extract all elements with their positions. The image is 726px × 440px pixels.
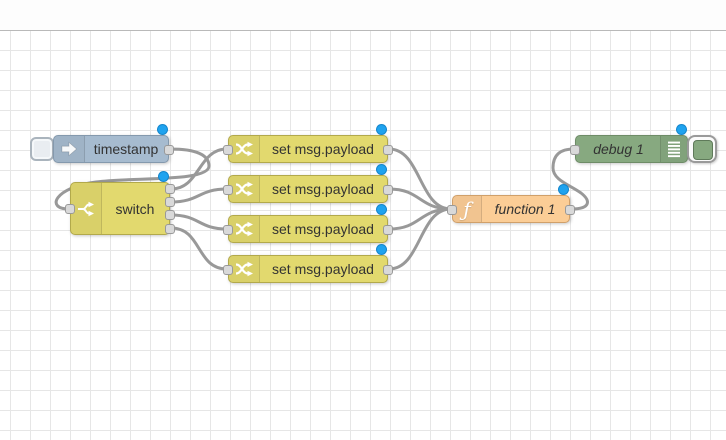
changed-indicator-debug [676, 124, 687, 135]
output-port[interactable] [565, 205, 575, 215]
change-icon-strip [229, 176, 260, 202]
function-icon-strip: ƒ [453, 196, 482, 222]
wire-switch4-to-change4[interactable] [169, 226, 229, 271]
node-label: set msg.payload [272, 181, 374, 197]
debug-icon-strip [660, 136, 687, 162]
changed-indicator-switch [158, 171, 169, 182]
node-label: set msg.payload [272, 221, 374, 237]
switch-fork-icon [78, 201, 94, 216]
node-label: set msg.payload [272, 261, 374, 277]
inject-trigger-button[interactable] [30, 137, 54, 161]
input-port[interactable] [223, 145, 233, 155]
wire-switch3-to-change3[interactable] [169, 213, 229, 231]
node-label: switch [115, 200, 155, 217]
node-change-3[interactable]: set msg.payload [223, 215, 393, 243]
node-change-1[interactable]: set msg.payload [223, 135, 393, 163]
input-port[interactable] [65, 204, 75, 214]
wire-switch2-to-change2[interactable] [169, 187, 229, 204]
input-port[interactable] [223, 185, 233, 195]
inject-icon-strip [54, 136, 85, 162]
input-port[interactable] [447, 205, 457, 215]
change-icon-strip [229, 136, 260, 162]
debug-toggle-state [693, 140, 713, 160]
output-port-3[interactable] [165, 210, 175, 220]
node-change-4[interactable]: set msg.payload [223, 255, 393, 283]
changed-indicator-inject [157, 124, 168, 135]
wire-change4-to-function[interactable] [387, 207, 453, 271]
switch-icon-strip [71, 183, 102, 234]
changed-indicator-change-2 [376, 164, 387, 175]
output-port[interactable] [383, 185, 393, 195]
node-function-1[interactable]: ƒ function 1 [447, 195, 575, 223]
changed-indicator-change-3 [376, 204, 387, 215]
change-shuffle-icon [235, 261, 253, 277]
output-port[interactable] [383, 225, 393, 235]
change-shuffle-icon [235, 141, 253, 157]
node-change-2[interactable]: set msg.payload [223, 175, 393, 203]
wire-function-to-debug[interactable] [551, 147, 589, 211]
output-port-1[interactable] [165, 184, 175, 194]
wire-change1-to-function[interactable] [387, 147, 453, 211]
node-debug-1[interactable]: debug 1 [570, 135, 688, 163]
input-port[interactable] [223, 265, 233, 275]
wire-switch1-to-change1[interactable] [169, 147, 229, 191]
header-strip [0, 0, 726, 31]
debug-list-icon [668, 141, 680, 158]
changed-indicator-function [558, 184, 569, 195]
change-shuffle-icon [235, 181, 253, 197]
changed-indicator-change-4 [376, 244, 387, 255]
changed-indicator-change-1 [376, 124, 387, 135]
change-icon-strip [229, 216, 260, 242]
debug-toggle-button[interactable] [687, 135, 717, 163]
input-port[interactable] [223, 225, 233, 235]
node-label: set msg.payload [272, 141, 374, 157]
node-label: debug 1 [593, 141, 644, 157]
output-port-2[interactable] [165, 197, 175, 207]
flow-canvas-grid[interactable] [0, 31, 726, 440]
node-label: timestamp [93, 141, 159, 157]
change-shuffle-icon [235, 221, 253, 237]
node-switch[interactable]: switch [65, 182, 175, 235]
output-port[interactable] [383, 145, 393, 155]
output-port[interactable] [164, 145, 174, 155]
input-port[interactable] [570, 145, 580, 155]
function-f-icon: ƒ [463, 197, 471, 221]
output-port-4[interactable] [165, 224, 175, 234]
node-label: function 1 [494, 201, 556, 217]
output-port[interactable] [383, 265, 393, 275]
change-icon-strip [229, 256, 260, 282]
wire-timestamp-to-switch[interactable] [54, 147, 211, 211]
node-inject-timestamp[interactable]: timestamp [53, 135, 174, 163]
inject-arrow-icon [61, 141, 78, 157]
